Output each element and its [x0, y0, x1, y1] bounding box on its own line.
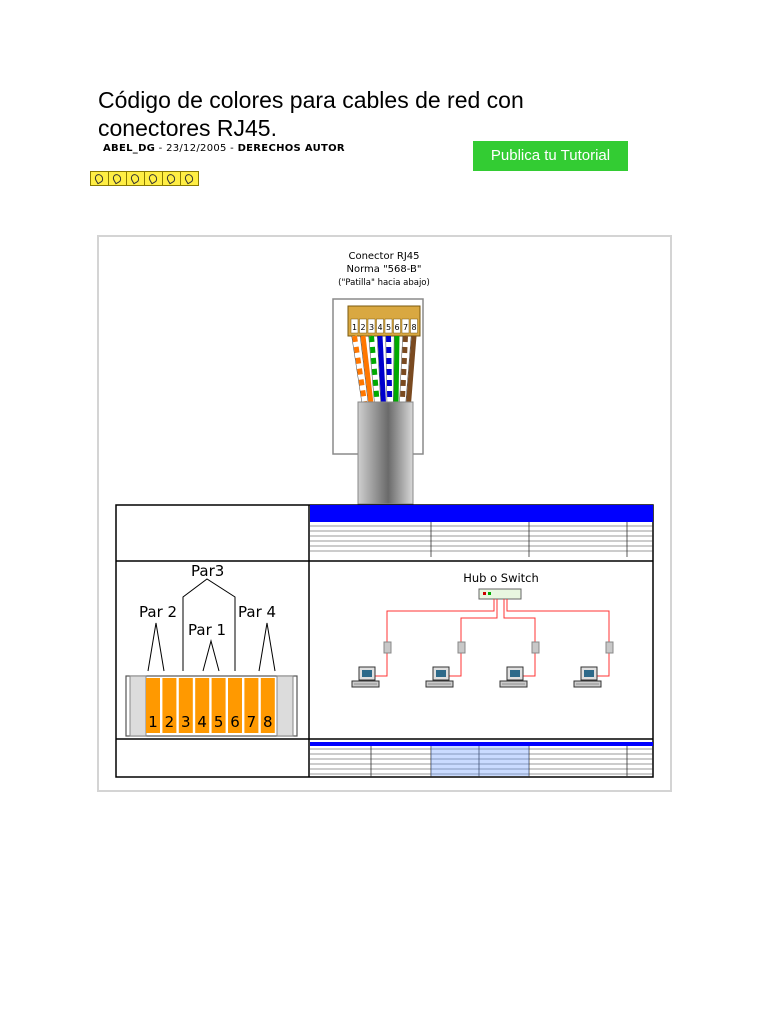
- rj45-diagram: Conector RJ45 Norma "568-B" ("Patilla" h…: [115, 251, 654, 778]
- connector-pin: [350, 318, 359, 334]
- table-highlight: [431, 746, 529, 776]
- pin-block: [260, 678, 275, 733]
- table-stripes: [310, 522, 653, 777]
- wire-stripe: [386, 335, 393, 406]
- connector-pin: [410, 318, 418, 334]
- connector-pin-number: 1: [352, 323, 357, 332]
- network-diagram: Hub o Switch: [351, 571, 614, 688]
- connector-pin-number: 7: [403, 323, 408, 332]
- pin-number: 2: [165, 713, 175, 731]
- copyright-link[interactable]: DERECHOS AUTOR: [237, 143, 345, 154]
- publish-date: 23/12/2005: [166, 143, 227, 154]
- pin-block: [228, 678, 242, 733]
- wire-stripe: [369, 335, 380, 406]
- wire: [405, 335, 417, 406]
- rating-stars[interactable]: [90, 171, 199, 186]
- publish-tutorial-button[interactable]: Publica tu Tutorial: [473, 141, 628, 171]
- connector-pin: [376, 318, 384, 334]
- wire-bundle: [351, 335, 417, 406]
- pin-number: 5: [214, 713, 224, 731]
- connector-pin: [393, 318, 401, 334]
- pair4-label: Par 4: [238, 603, 276, 621]
- connector-pin-number: 6: [394, 323, 399, 332]
- pin-block: [146, 678, 160, 733]
- wire-outline: [359, 335, 369, 406]
- computer-icon: [499, 666, 528, 688]
- pair3-label: Par3: [191, 562, 224, 580]
- diagram-table: [115, 504, 654, 778]
- hub-icon: [478, 588, 522, 600]
- rating-icon[interactable]: [108, 171, 127, 186]
- wire: [360, 335, 374, 406]
- wire: [377, 335, 387, 406]
- connector-norm: Norma "568-B": [347, 264, 422, 275]
- pin-number: 4: [197, 713, 207, 731]
- connector-pin-number: 5: [386, 323, 391, 332]
- connector-pin-number: 2: [360, 323, 365, 332]
- pin-number: 6: [230, 713, 240, 731]
- pin-number: 3: [181, 713, 191, 731]
- computer-icon: [573, 666, 602, 688]
- hub-label: Hub o Switch: [463, 571, 539, 585]
- rj45-diagram-frame: Conector RJ45 Norma "568-B" ("Patilla" h…: [97, 235, 672, 792]
- pin-number: 8: [263, 713, 273, 731]
- connector-pin: [401, 318, 410, 334]
- pin-block: [178, 678, 193, 733]
- wire-outline: [392, 335, 395, 406]
- computer-icon: [425, 666, 454, 688]
- wire-stripe: [399, 335, 408, 406]
- connector-note: ("Patilla" hacia abajo): [338, 278, 430, 288]
- wire-outline: [405, 335, 412, 406]
- wire-outline: [376, 335, 382, 406]
- rating-icon[interactable]: [162, 171, 181, 186]
- article-title: Código de colores para cables de red con…: [98, 87, 524, 141]
- computer-icon: [351, 666, 380, 688]
- pin-number: 1: [148, 713, 158, 731]
- wire: [393, 335, 400, 406]
- byline-separator: -: [226, 143, 238, 154]
- pin-block: [244, 678, 259, 733]
- connector-title: Conector RJ45: [348, 251, 419, 262]
- connector-pin-number: 8: [411, 323, 416, 332]
- pin-number: 7: [247, 713, 257, 731]
- wire-outline: [385, 335, 388, 406]
- byline-separator: -: [155, 143, 167, 154]
- pair2-label: Par 2: [139, 603, 177, 621]
- article-byline: ABEL_DG - 23/12/2005 - DERECHOS AUTOR: [103, 143, 345, 154]
- wire-outline: [368, 335, 375, 406]
- rating-icon[interactable]: [144, 171, 163, 186]
- rating-icon[interactable]: [90, 171, 109, 186]
- rating-icon[interactable]: [180, 171, 199, 186]
- author-link[interactable]: ABEL_DG: [103, 143, 156, 154]
- connector-pin: [384, 318, 393, 334]
- wire-outline: [399, 335, 403, 406]
- pin-block: [211, 678, 226, 733]
- connector-pin-number: 3: [369, 323, 374, 332]
- rating-icon[interactable]: [126, 171, 145, 186]
- connector-pin: [359, 318, 367, 334]
- wire-stripe: [352, 335, 368, 406]
- pair1-label: Par 1: [188, 621, 226, 639]
- connector-pin: [367, 318, 376, 334]
- pin-block: [195, 678, 210, 733]
- wire-outline: [351, 335, 363, 406]
- connector-pin-number: 4: [377, 323, 382, 332]
- pin-block: [162, 678, 177, 733]
